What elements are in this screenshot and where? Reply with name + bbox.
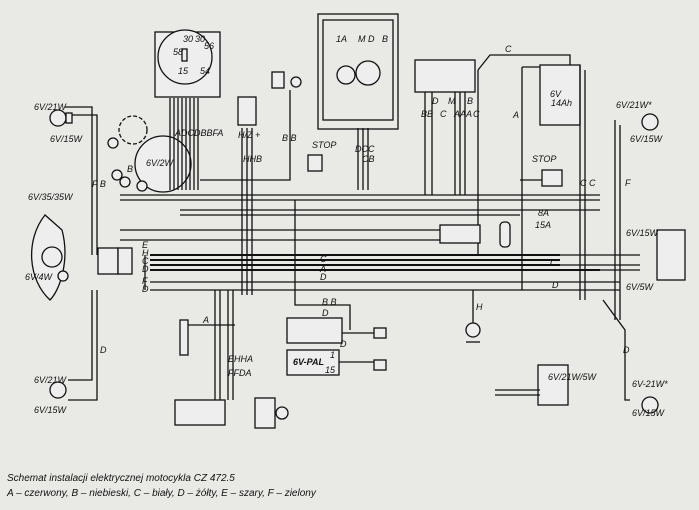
- fuse-box: [439, 221, 511, 248]
- label: D: [322, 308, 329, 318]
- label: H/Z +: [238, 130, 260, 140]
- ignition-coils: [286, 200, 387, 376]
- right-wiring: [495, 113, 686, 414]
- label: F B: [92, 179, 106, 189]
- labels: 6V/21W 6V/15W 6V/35/35W 6V/4W F B E H C …: [25, 34, 668, 418]
- label: ADCDBBFA: [174, 128, 223, 138]
- label: B B: [322, 297, 337, 307]
- label: D: [142, 264, 149, 274]
- label: B: [467, 96, 473, 106]
- battery: [477, 54, 586, 300]
- label: C: [505, 44, 512, 54]
- label: M D: [358, 34, 375, 44]
- connector-block: [97, 247, 133, 275]
- label: STOP: [312, 140, 336, 150]
- label: D: [100, 345, 107, 355]
- label: 6V/15W: [50, 134, 84, 144]
- left-rear-indicator: [49, 381, 67, 399]
- ignition-switch: [154, 29, 221, 190]
- label: CB: [362, 154, 375, 164]
- label: H: [476, 302, 483, 312]
- label: 6V-PAL: [293, 357, 324, 367]
- caption-title: Schemat instalacji elektrycznej motocykl…: [7, 473, 235, 484]
- label: DCC: [355, 144, 375, 154]
- label: 6V/21W*: [616, 100, 652, 110]
- label: STOP: [532, 154, 556, 164]
- neutral-switch: [465, 290, 481, 343]
- label: D: [340, 339, 347, 349]
- label: 6V/15W: [626, 228, 660, 238]
- label: EHHA: [228, 354, 253, 364]
- horn: [179, 319, 235, 356]
- label: 15: [178, 66, 189, 76]
- label: 14Ah: [551, 98, 572, 108]
- label: 6V-21W*: [632, 379, 668, 389]
- label: M: [448, 96, 456, 106]
- label: C: [142, 256, 149, 266]
- label: C: [550, 258, 557, 268]
- voltage-regulator: [414, 59, 479, 255]
- rear-stop-switch: [520, 169, 563, 187]
- label: 6V/15W: [632, 408, 666, 418]
- label: 6V/21W/5W: [548, 372, 598, 382]
- label: D: [320, 272, 327, 282]
- label: B: [127, 164, 133, 174]
- label: A: [319, 264, 326, 274]
- label: C: [473, 109, 480, 119]
- label: 58: [173, 47, 183, 57]
- label: C: [320, 254, 327, 264]
- horn-switch: [237, 96, 257, 295]
- label: D: [142, 284, 149, 294]
- speedometer: [107, 115, 192, 193]
- label: A: [512, 110, 519, 120]
- left-front-indicator: [49, 109, 73, 127]
- label: 6V: [550, 89, 562, 99]
- label: 6V/15W: [34, 405, 68, 415]
- label: BB: [421, 109, 433, 119]
- headlamp: [30, 214, 69, 301]
- label: 54: [200, 66, 210, 76]
- label: 6V/4W: [25, 272, 54, 282]
- label: F: [625, 178, 631, 188]
- label: AAA: [453, 109, 472, 119]
- label: HHB: [243, 154, 262, 164]
- dynamo: [317, 13, 399, 190]
- label: 8A: [538, 208, 549, 218]
- label: D: [432, 96, 439, 106]
- label: 6V/5W: [626, 282, 655, 292]
- label: 30: [183, 34, 193, 44]
- label: D: [623, 345, 630, 355]
- label: 6V/21W: [34, 375, 68, 385]
- label: F: [142, 276, 148, 286]
- label: D: [552, 280, 559, 290]
- label: C: [440, 109, 447, 119]
- label: B B: [282, 133, 297, 143]
- label: 15A: [535, 220, 551, 230]
- label: C C: [580, 178, 596, 188]
- label: B: [382, 34, 388, 44]
- label: FFDA: [228, 368, 252, 378]
- label: 1: [330, 350, 335, 360]
- label: 30: [195, 34, 205, 44]
- handlebar-switches: [174, 290, 289, 429]
- label: 6V/15W: [630, 134, 664, 144]
- label: 6V/2W: [146, 158, 175, 168]
- front-brake-switch: [200, 71, 323, 181]
- label: A: [202, 315, 209, 325]
- label: E: [142, 240, 149, 250]
- label: 6V/35/35W: [28, 192, 74, 202]
- caption-legend: A – czerwony, B – niebieski, C – biały, …: [6, 488, 317, 499]
- label: 15: [325, 365, 336, 375]
- harness-bus: [120, 194, 640, 291]
- label: H: [142, 248, 149, 258]
- label: 1A: [336, 34, 347, 44]
- label: 6V/21W: [34, 102, 68, 112]
- label: 56: [204, 41, 214, 51]
